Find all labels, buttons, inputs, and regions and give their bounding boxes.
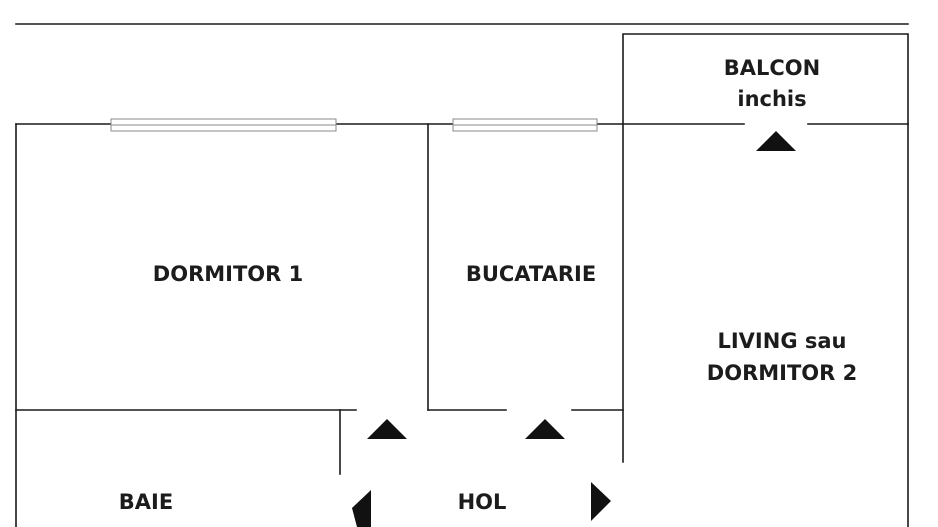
bucatarie-door-arrow-icon (525, 419, 565, 439)
bucatarie-label: BUCATARIE (466, 262, 596, 286)
hol-label: HOL (458, 490, 507, 514)
living-sublabel: DORMITOR 2 (707, 361, 857, 385)
baie-door-arrow-icon (352, 490, 371, 527)
balcon-sublabel: inchis (737, 87, 806, 111)
living-label: LIVING sau (717, 329, 846, 353)
living-door-arrow-icon (591, 482, 611, 521)
dormitor-door-arrow-icon (367, 419, 407, 439)
balcon-door-arrow-icon (756, 131, 796, 151)
balcon-label: BALCON (724, 56, 820, 80)
baie-label: BAIE (119, 490, 173, 514)
balcon-wall (622, 33, 909, 125)
dormitor1-label: DORMITOR 1 (153, 262, 303, 286)
